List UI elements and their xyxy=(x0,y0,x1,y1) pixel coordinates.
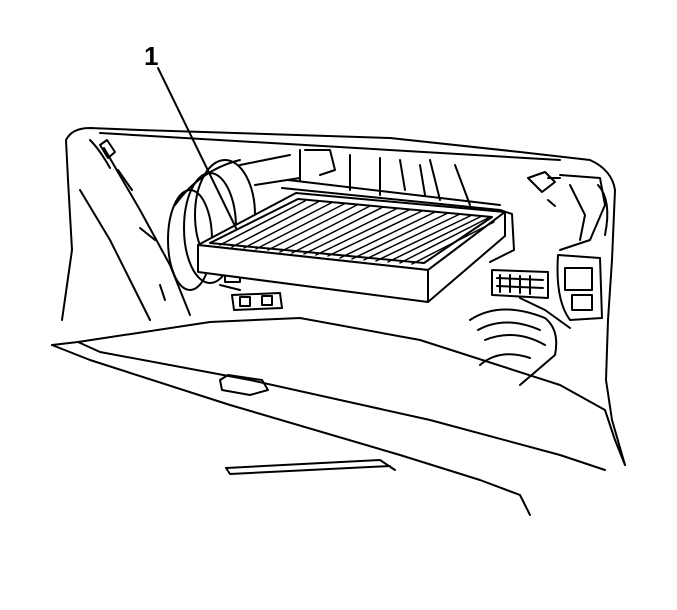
cavity-ribs xyxy=(299,149,471,206)
filter-pleats xyxy=(219,200,495,265)
connector-block xyxy=(491,269,571,329)
glove-box-door xyxy=(51,317,626,516)
filter-guide-frame xyxy=(281,179,515,263)
right-side-components xyxy=(527,171,609,321)
callout-1-label: 1 xyxy=(144,41,158,71)
callout-1-leader xyxy=(157,67,237,229)
dash-housing-outline xyxy=(61,127,626,466)
lower-duct xyxy=(469,308,558,386)
